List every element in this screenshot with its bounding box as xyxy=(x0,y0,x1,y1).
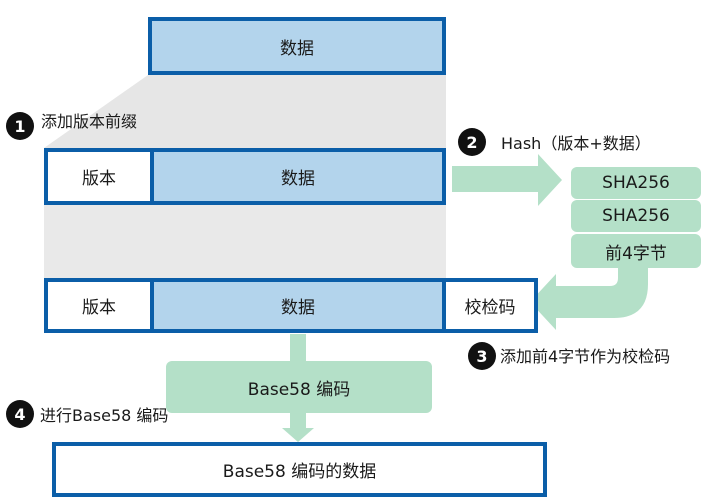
base58-encode-label: Base58 编码 xyxy=(247,379,351,400)
arrow-to-checksum-body xyxy=(530,268,648,330)
sha256-box-2: SHA256 xyxy=(571,200,701,232)
gray-funnel-upper xyxy=(44,75,446,148)
result-label: Base58 编码的数据 xyxy=(222,462,377,482)
base58-encode-box: Base58 编码 xyxy=(166,361,432,413)
step1-label: 添加版本前缀 xyxy=(41,112,138,131)
row1-data-box: 数据 xyxy=(150,148,446,205)
step4-badge: 4 xyxy=(6,400,34,428)
step3-label: 添加前4字节作为校检码 xyxy=(500,347,671,366)
first4-box: 前4字节 xyxy=(571,234,701,268)
row2-version-label: 版本 xyxy=(82,298,116,318)
top-data-box: 数据 xyxy=(148,17,446,75)
row1-version-label: 版本 xyxy=(82,169,116,189)
sha256-box-1: SHA256 xyxy=(571,167,701,199)
step1-badge: 1 xyxy=(6,112,34,140)
gray-funnel-lower xyxy=(44,205,446,278)
arrow-to-hash xyxy=(452,154,562,206)
first4-label: 前4字节 xyxy=(605,243,667,264)
step2-label: Hash（版本+数据） xyxy=(501,134,651,153)
step3-badge: 3 xyxy=(468,342,496,370)
row2-data-label: 数据 xyxy=(281,298,315,318)
row1-version-box: 版本 xyxy=(44,148,154,205)
result-box: Base58 编码的数据 xyxy=(52,442,547,497)
sha256-label-2: SHA256 xyxy=(602,206,670,226)
row1-data-label: 数据 xyxy=(281,169,315,189)
step4-label: 进行Base58 编码 xyxy=(40,406,169,425)
row2-version-box: 版本 xyxy=(44,278,154,333)
sha256-label-1: SHA256 xyxy=(602,173,670,193)
top-data-label: 数据 xyxy=(280,38,314,59)
row2-data-box: 数据 xyxy=(150,278,446,333)
row2-checksum-label: 校检码 xyxy=(464,298,516,318)
step2-badge: 2 xyxy=(458,128,486,156)
row2-checksum-box: 校检码 xyxy=(442,278,538,333)
arrow-down-head xyxy=(282,428,314,442)
